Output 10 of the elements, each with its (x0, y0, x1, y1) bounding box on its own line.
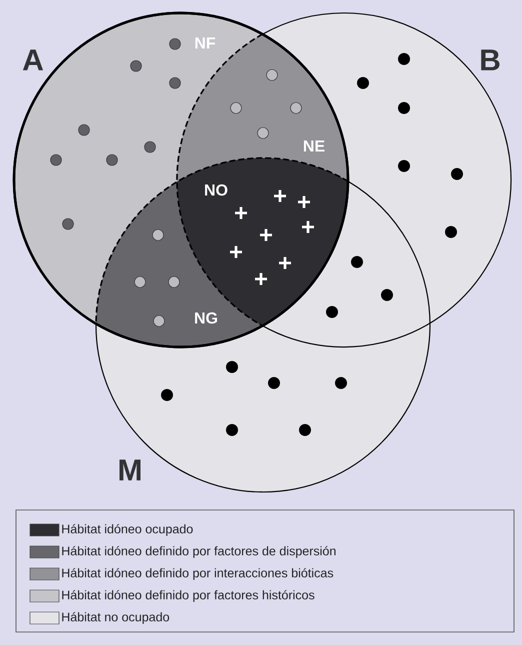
legend-text: Hábitat idóneo definido por interacciones bióticas (62, 568, 334, 580)
region-label: NE (304, 140, 324, 152)
region-label: NO (205, 184, 228, 196)
legend-text: Hábitat idóneo definido por factores históricos (62, 590, 314, 602)
node-label: A (22, 50, 44, 70)
legend-text: Hábitat idóneo definido por factores de dispersión (62, 546, 336, 558)
legend-text: Hábitat idóneo ocupado (62, 524, 193, 536)
region-label: NF (195, 37, 216, 48)
legend-text: Hábitat no ocupado (62, 612, 170, 624)
region-label: NG (195, 312, 217, 324)
